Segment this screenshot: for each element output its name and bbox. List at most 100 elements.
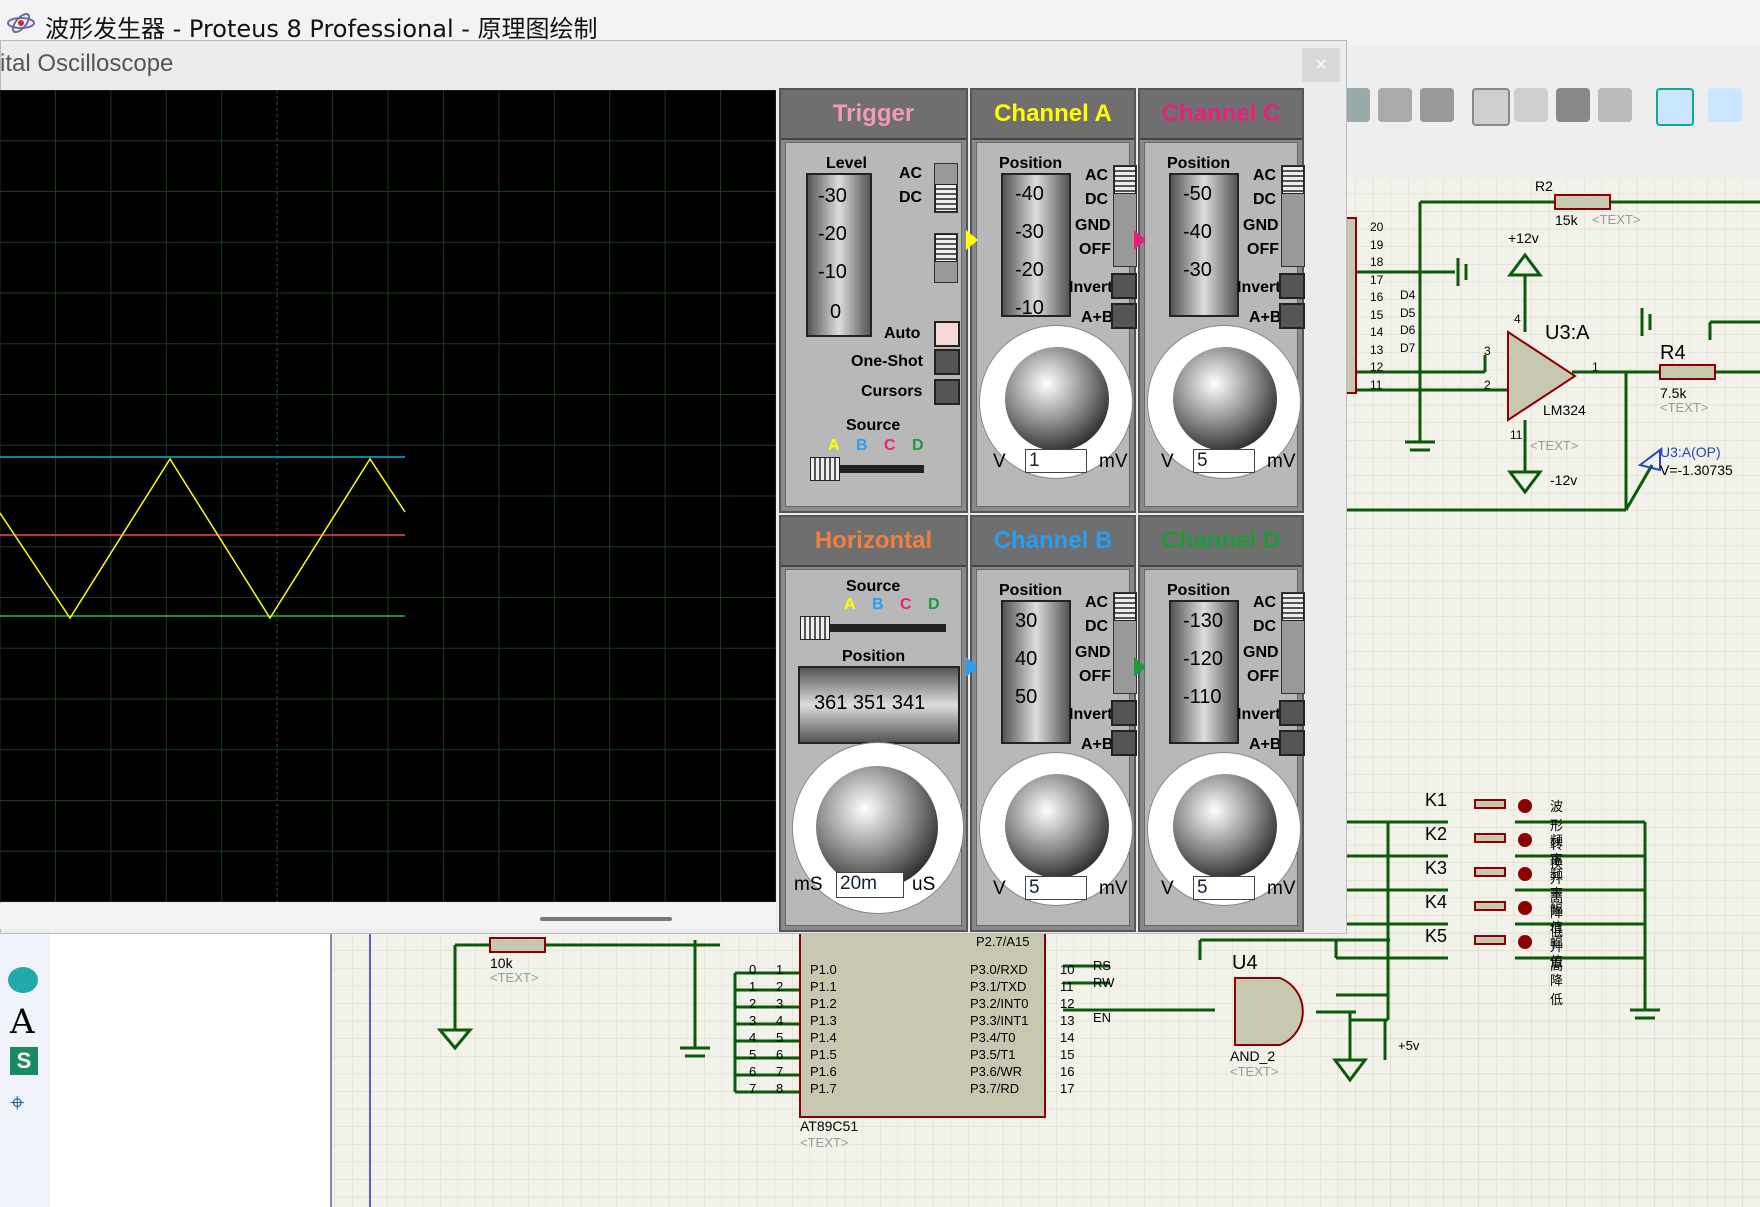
binoculars-icon[interactable]: [1708, 88, 1742, 122]
trigger-coupling-switch[interactable]: [934, 163, 958, 213]
proteus-logo-icon: [7, 12, 35, 34]
chip-icon[interactable]: [1556, 88, 1590, 122]
switch-name[interactable]: K1: [1425, 790, 1448, 810]
timebase-input[interactable]: 20m: [836, 872, 904, 898]
stop-icon[interactable]: [1378, 88, 1412, 122]
mcu-port1-p1_pins: P1.1: [810, 979, 837, 994]
channel-volts-knob[interactable]: [1005, 774, 1109, 878]
invert-button[interactable]: [1279, 700, 1305, 726]
trigger-dc: DC: [899, 189, 923, 206]
probe-label[interactable]: U3:A(OP): [1660, 444, 1721, 460]
level-drum[interactable]: -30 -20 -10 0: [806, 173, 872, 337]
horizontal-source-slider[interactable]: [806, 624, 946, 632]
title-bar: 波形发生器 - Proteus 8 Professional - 原理图绘制: [0, 0, 1760, 46]
switch-label: 频率升高: [1550, 833, 1564, 905]
channel-position-label: Position: [999, 155, 1063, 172]
invert-button[interactable]: [1111, 700, 1137, 726]
marker-icon[interactable]: ⌖: [10, 1087, 25, 1117]
channel-coupling-switch[interactable]: [1281, 165, 1305, 267]
trigger-edge-switch[interactable]: [934, 233, 958, 283]
auto-button[interactable]: [934, 321, 960, 347]
mcu-port3-num: 13: [1060, 1013, 1075, 1028]
channel-volts-input[interactable]: 5: [1025, 876, 1087, 900]
aplusb-button[interactable]: [1279, 303, 1305, 329]
r2-value: 15k: [1555, 212, 1578, 228]
cursors-button[interactable]: [934, 379, 960, 405]
trigger-source-thumb[interactable]: [810, 457, 840, 481]
mcu-port1-p1_pins: P1.4: [810, 1030, 837, 1045]
r2-label: R2: [1535, 178, 1553, 194]
mcu-port1-p1_nums: 5: [776, 1030, 784, 1045]
channel-marker-icon: [966, 230, 978, 250]
channel-position-label: Position: [999, 582, 1063, 599]
left-toolbar: A S ⌖: [0, 932, 51, 1207]
horizontal-source-thumb[interactable]: [800, 616, 830, 640]
channel-volts-input[interactable]: 1: [1025, 449, 1087, 473]
vplus-label: +12v: [1508, 230, 1539, 246]
mcu-port3-num: 11: [1060, 979, 1074, 994]
pin3-label: 3: [1484, 344, 1491, 358]
mcu-port3-num: 12: [1060, 996, 1075, 1011]
connector-pin: 15: [1370, 307, 1384, 322]
channel-position-drum[interactable]: -130-120-110: [1169, 600, 1239, 744]
invert-button[interactable]: [1111, 273, 1137, 299]
mcu-port3-pin: P3.3/INT1: [970, 1013, 1029, 1028]
p27-label: P2.7/A15: [976, 934, 1030, 949]
channel-header: Channel D: [1140, 517, 1302, 567]
channel-coupling-switch[interactable]: [1281, 592, 1305, 694]
channel-volts-input[interactable]: 5: [1193, 876, 1255, 900]
r4-text: <TEXT>: [1660, 400, 1709, 415]
channel-marker-icon: [1134, 657, 1146, 677]
one-shot-button[interactable]: [934, 349, 960, 375]
device-list-panel[interactable]: [50, 932, 332, 1207]
r2-text: <TEXT>: [1592, 212, 1641, 227]
zoom-icon[interactable]: [1472, 88, 1510, 126]
mcu-port3-num: 15: [1060, 1047, 1075, 1062]
channel-coupling-switch[interactable]: [1113, 592, 1137, 694]
horizontal-position-drum[interactable]: 361 351 341: [798, 666, 960, 744]
timebase-knob[interactable]: [816, 766, 938, 888]
script-icon[interactable]: S: [10, 1047, 38, 1075]
trigger-source-label: Source: [846, 417, 901, 434]
mcu-port1-p1_wires: 4: [749, 1030, 757, 1045]
horizontal-source-label: Source: [846, 578, 901, 595]
schematic-icon[interactable]: [1656, 88, 1694, 126]
switch-name[interactable]: K4: [1425, 892, 1448, 912]
mcu-port1-p1_wires: 0: [749, 962, 757, 977]
r4-value: 7.5k: [1660, 385, 1687, 401]
data-line-label: D4: [1400, 288, 1416, 302]
scope-screen[interactable]: [0, 89, 777, 903]
wire-tool-icon[interactable]: [1514, 88, 1548, 122]
channel-volts-knob[interactable]: [1173, 347, 1277, 451]
switch-name[interactable]: K5: [1425, 926, 1448, 946]
u4-label: U4: [1232, 952, 1258, 974]
aplusb-button[interactable]: [1279, 730, 1305, 756]
channel-volts-knob[interactable]: [1173, 774, 1277, 878]
channel-position-drum[interactable]: -50-40-30: [1169, 173, 1239, 317]
scope-scrollbar[interactable]: [0, 903, 776, 929]
switch-name[interactable]: K2: [1425, 824, 1448, 844]
mcu-port3-pin: P3.2/INT0: [970, 996, 1029, 1011]
aplusb-button[interactable]: [1111, 303, 1137, 329]
mcu-port3-pin: P3.7/RD: [970, 1081, 1020, 1096]
rw-label: RW: [1093, 975, 1115, 990]
close-button[interactable]: ×: [1302, 48, 1340, 82]
hammer-icon[interactable]: [1598, 88, 1632, 122]
delete-icon[interactable]: [1420, 88, 1454, 122]
channel-coupling-switch[interactable]: [1113, 165, 1137, 267]
text-tool-icon[interactable]: A: [10, 1002, 35, 1042]
mcu-port1-p1_wires: 1: [749, 979, 757, 994]
trigger-source-slider[interactable]: [814, 465, 924, 473]
channel-volts-knob[interactable]: [1005, 347, 1109, 451]
invert-button[interactable]: [1279, 273, 1305, 299]
aplusb-button[interactable]: [1111, 730, 1137, 756]
trigger-panel: Trigger Level -30 -20 -10 0 AC DC Auto O…: [779, 88, 968, 513]
channel-position-drum[interactable]: -40-30-20-10: [1001, 173, 1071, 317]
switch-name[interactable]: K3: [1425, 858, 1448, 878]
channel-volts-input[interactable]: 5: [1193, 449, 1255, 473]
rs-label: RS: [1093, 958, 1112, 973]
scope-scroll-thumb[interactable]: [540, 917, 672, 921]
virtual-instrument-icon[interactable]: [8, 967, 38, 993]
